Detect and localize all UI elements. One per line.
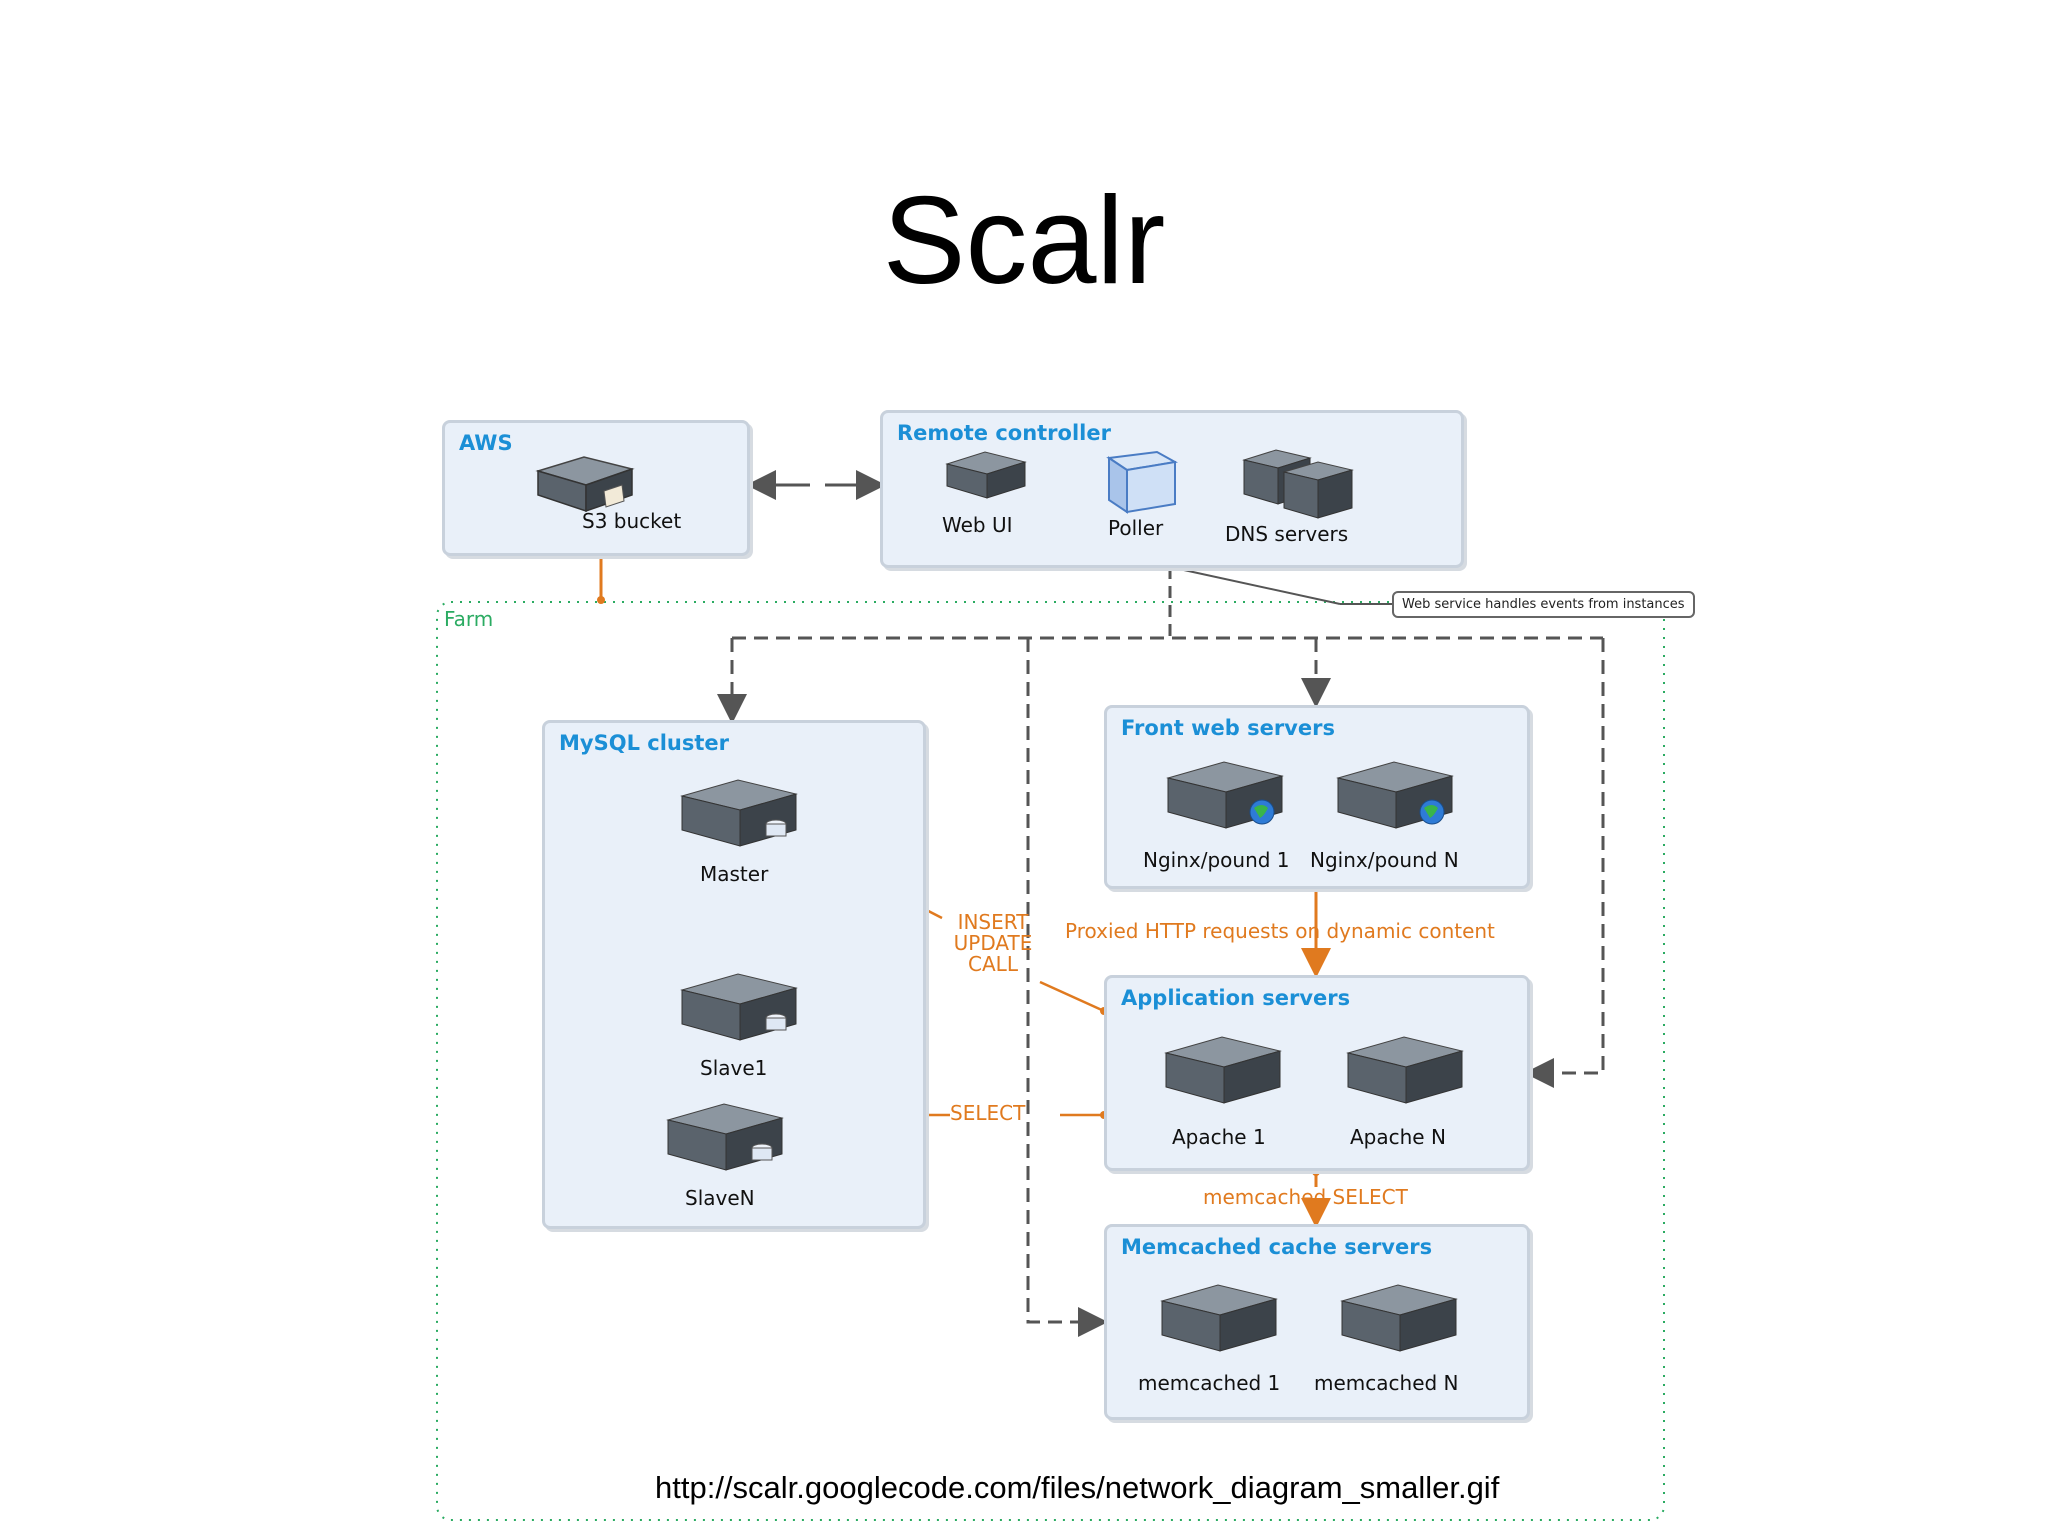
nginx-1-label: Nginx/pound 1 xyxy=(1143,848,1290,872)
dns-servers-label: DNS servers xyxy=(1225,522,1349,546)
mysql-cluster-title: MySQL cluster xyxy=(559,731,729,755)
memcached-n-server-icon xyxy=(1340,1284,1458,1352)
select-label: SELECT xyxy=(950,1101,1026,1125)
poller-label: Poller xyxy=(1108,516,1164,540)
aws-title: AWS xyxy=(459,431,513,455)
apache-1-server-icon xyxy=(1164,1036,1282,1104)
farm-label: Farm xyxy=(444,607,494,631)
memcached-cache-servers-title: Memcached cache servers xyxy=(1121,1235,1433,1259)
insert-update-call-label: INSERT UPDATE CALL xyxy=(938,912,1048,975)
slave1-label: Slave1 xyxy=(700,1056,768,1080)
slave1-db-icon xyxy=(680,973,798,1041)
memcached-n-label: memcached N xyxy=(1314,1371,1459,1395)
nginx-1-globe-server-icon xyxy=(1166,761,1284,829)
poller-icon xyxy=(1106,450,1178,514)
master-label: Master xyxy=(700,862,769,886)
web-ui-label: Web UI xyxy=(942,513,1013,537)
insert-label: INSERT xyxy=(957,910,1029,934)
front-web-servers-title: Front web servers xyxy=(1121,716,1335,740)
s3-bucket-icon xyxy=(535,456,635,513)
update-label: UPDATE xyxy=(953,931,1033,955)
s3-bucket-label: S3 bucket xyxy=(582,509,682,533)
source-url: http://scalr.googlecode.com/files/networ… xyxy=(655,1470,1500,1505)
web-ui-server-icon xyxy=(945,451,1027,499)
apache-1-label: Apache 1 xyxy=(1172,1125,1266,1149)
farm-boundary xyxy=(436,601,1665,1521)
remote-controller-title: Remote controller xyxy=(897,421,1111,445)
master-db-icon xyxy=(680,779,798,847)
apache-n-label: Apache N xyxy=(1350,1125,1446,1149)
proxied-http-label: Proxied HTTP requests on dynamic content xyxy=(1065,919,1495,943)
nginx-n-label: Nginx/pound N xyxy=(1310,848,1459,872)
dns-servers-icon xyxy=(1242,449,1354,519)
memcached-1-server-icon xyxy=(1160,1284,1278,1352)
slaven-db-icon xyxy=(666,1103,784,1171)
memcached-select-label: memcached SELECT xyxy=(1203,1185,1408,1209)
application-servers-title: Application servers xyxy=(1121,986,1351,1010)
apache-n-server-icon xyxy=(1346,1036,1464,1104)
web-service-note: Web service handles events from instance… xyxy=(1392,591,1695,618)
slaven-label: SlaveN xyxy=(685,1186,755,1210)
slide-title: Scalr xyxy=(882,172,1166,310)
memcached-1-label: memcached 1 xyxy=(1138,1371,1281,1395)
call-label: CALL xyxy=(968,952,1018,976)
nginx-n-globe-server-icon xyxy=(1336,761,1454,829)
